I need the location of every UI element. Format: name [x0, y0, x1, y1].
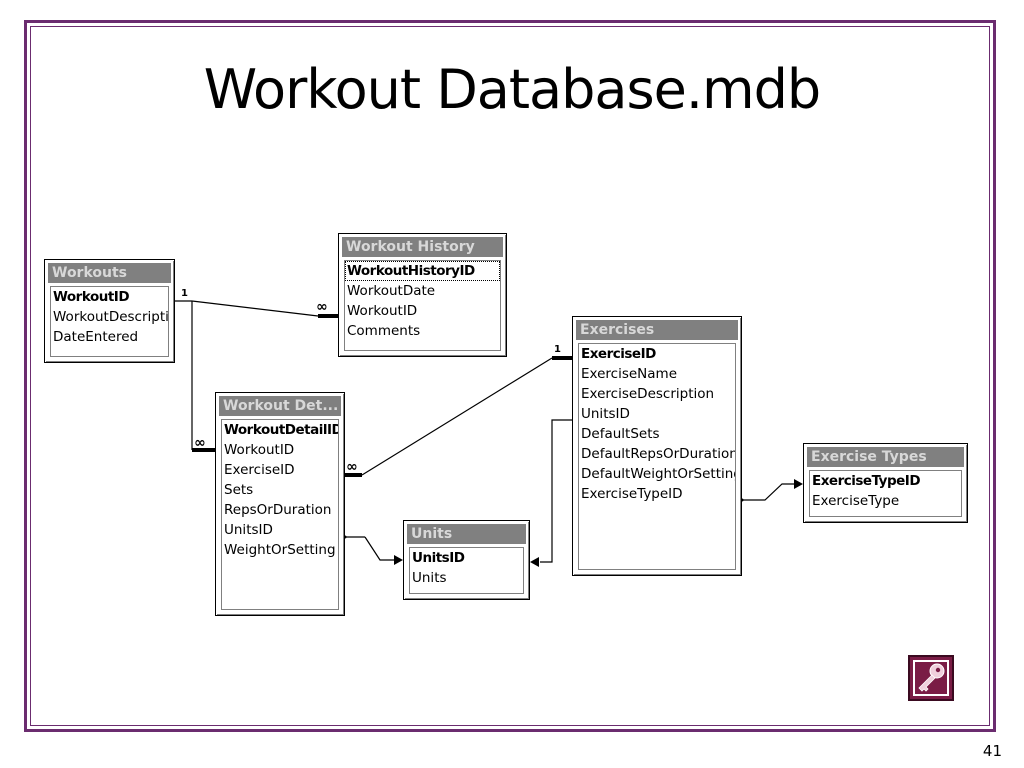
field[interactable]: UnitsID	[581, 406, 630, 422]
table-workout-history[interactable]: Workout History WorkoutHistoryID Workout…	[338, 233, 507, 357]
rel-label-many-details: ∞	[194, 435, 206, 451]
table-workouts[interactable]: Workouts WorkoutID WorkoutDescripti Date…	[44, 259, 175, 363]
field[interactable]: WorkoutDescripti	[53, 309, 169, 325]
rel-label-one-exercises: 1	[554, 344, 561, 355]
field[interactable]: RepsOrDuration	[224, 502, 332, 518]
field[interactable]: WorkoutDate	[347, 283, 436, 299]
table-header[interactable]: Exercise Types	[807, 447, 964, 467]
field[interactable]: DefaultRepsOrDuration	[581, 446, 736, 462]
field-list: WorkoutHistoryID WorkoutDate WorkoutID C…	[344, 260, 501, 351]
field-primary-key[interactable]: WorkoutHistoryID	[345, 261, 500, 281]
table-units[interactable]: Units UnitsID Units	[403, 520, 530, 600]
field-primary-key[interactable]: ExerciseID	[581, 346, 656, 362]
table-header[interactable]: Workouts	[48, 263, 171, 283]
field[interactable]: Sets	[224, 482, 254, 498]
field[interactable]: ExerciseType	[812, 493, 900, 509]
field-primary-key[interactable]: UnitsID	[412, 550, 465, 566]
table-header[interactable]: Units	[407, 524, 526, 544]
field[interactable]: UnitsID	[224, 522, 273, 538]
field[interactable]: DateEntered	[53, 329, 139, 345]
field[interactable]: ExerciseName	[581, 366, 678, 382]
field[interactable]: Comments	[347, 323, 421, 339]
field[interactable]: WorkoutID	[224, 442, 295, 458]
table-exercises[interactable]: Exercises ExerciseID ExerciseName Exerci…	[572, 316, 742, 576]
rel-label-many-history: ∞	[316, 299, 328, 315]
field[interactable]: ExerciseID	[224, 462, 295, 478]
access-key-icon	[908, 655, 954, 701]
field-list: ExerciseID ExerciseName ExerciseDescript…	[578, 343, 736, 570]
rel-label-one-workouts: 1	[181, 288, 188, 299]
table-exercise-types[interactable]: Exercise Types ExerciseTypeID ExerciseTy…	[803, 443, 968, 523]
field[interactable]: WorkoutID	[347, 303, 418, 319]
field-list: WorkoutID WorkoutDescripti DateEntered	[50, 286, 169, 357]
rel-label-many-details-ex: ∞	[346, 459, 358, 475]
page-number: 41	[982, 742, 1002, 760]
field-list: UnitsID Units	[409, 547, 524, 594]
field[interactable]: ExerciseDescription	[581, 386, 715, 402]
field[interactable]: DefaultSets	[581, 426, 660, 442]
table-header[interactable]: Workout Det...	[219, 396, 341, 416]
field[interactable]: WeightOrSetting	[224, 542, 336, 558]
field-list: WorkoutDetailID WorkoutID ExerciseID Set…	[221, 419, 339, 610]
table-header[interactable]: Exercises	[576, 320, 738, 340]
slide-frame	[24, 20, 996, 732]
field[interactable]: Units	[412, 570, 447, 586]
field-primary-key[interactable]: WorkoutDetailID	[224, 422, 339, 438]
slide-title: Workout Database.mdb	[203, 58, 821, 121]
field-list: ExerciseTypeID ExerciseType	[809, 470, 962, 517]
field[interactable]: DefaultWeightOrSetting	[581, 466, 736, 482]
field-primary-key[interactable]: WorkoutID	[53, 289, 130, 305]
table-header[interactable]: Workout History	[342, 237, 503, 257]
field-primary-key[interactable]: ExerciseTypeID	[812, 473, 921, 489]
table-workout-details[interactable]: Workout Det... WorkoutDetailID WorkoutID…	[215, 392, 345, 616]
field[interactable]: ExerciseTypeID	[581, 486, 683, 502]
